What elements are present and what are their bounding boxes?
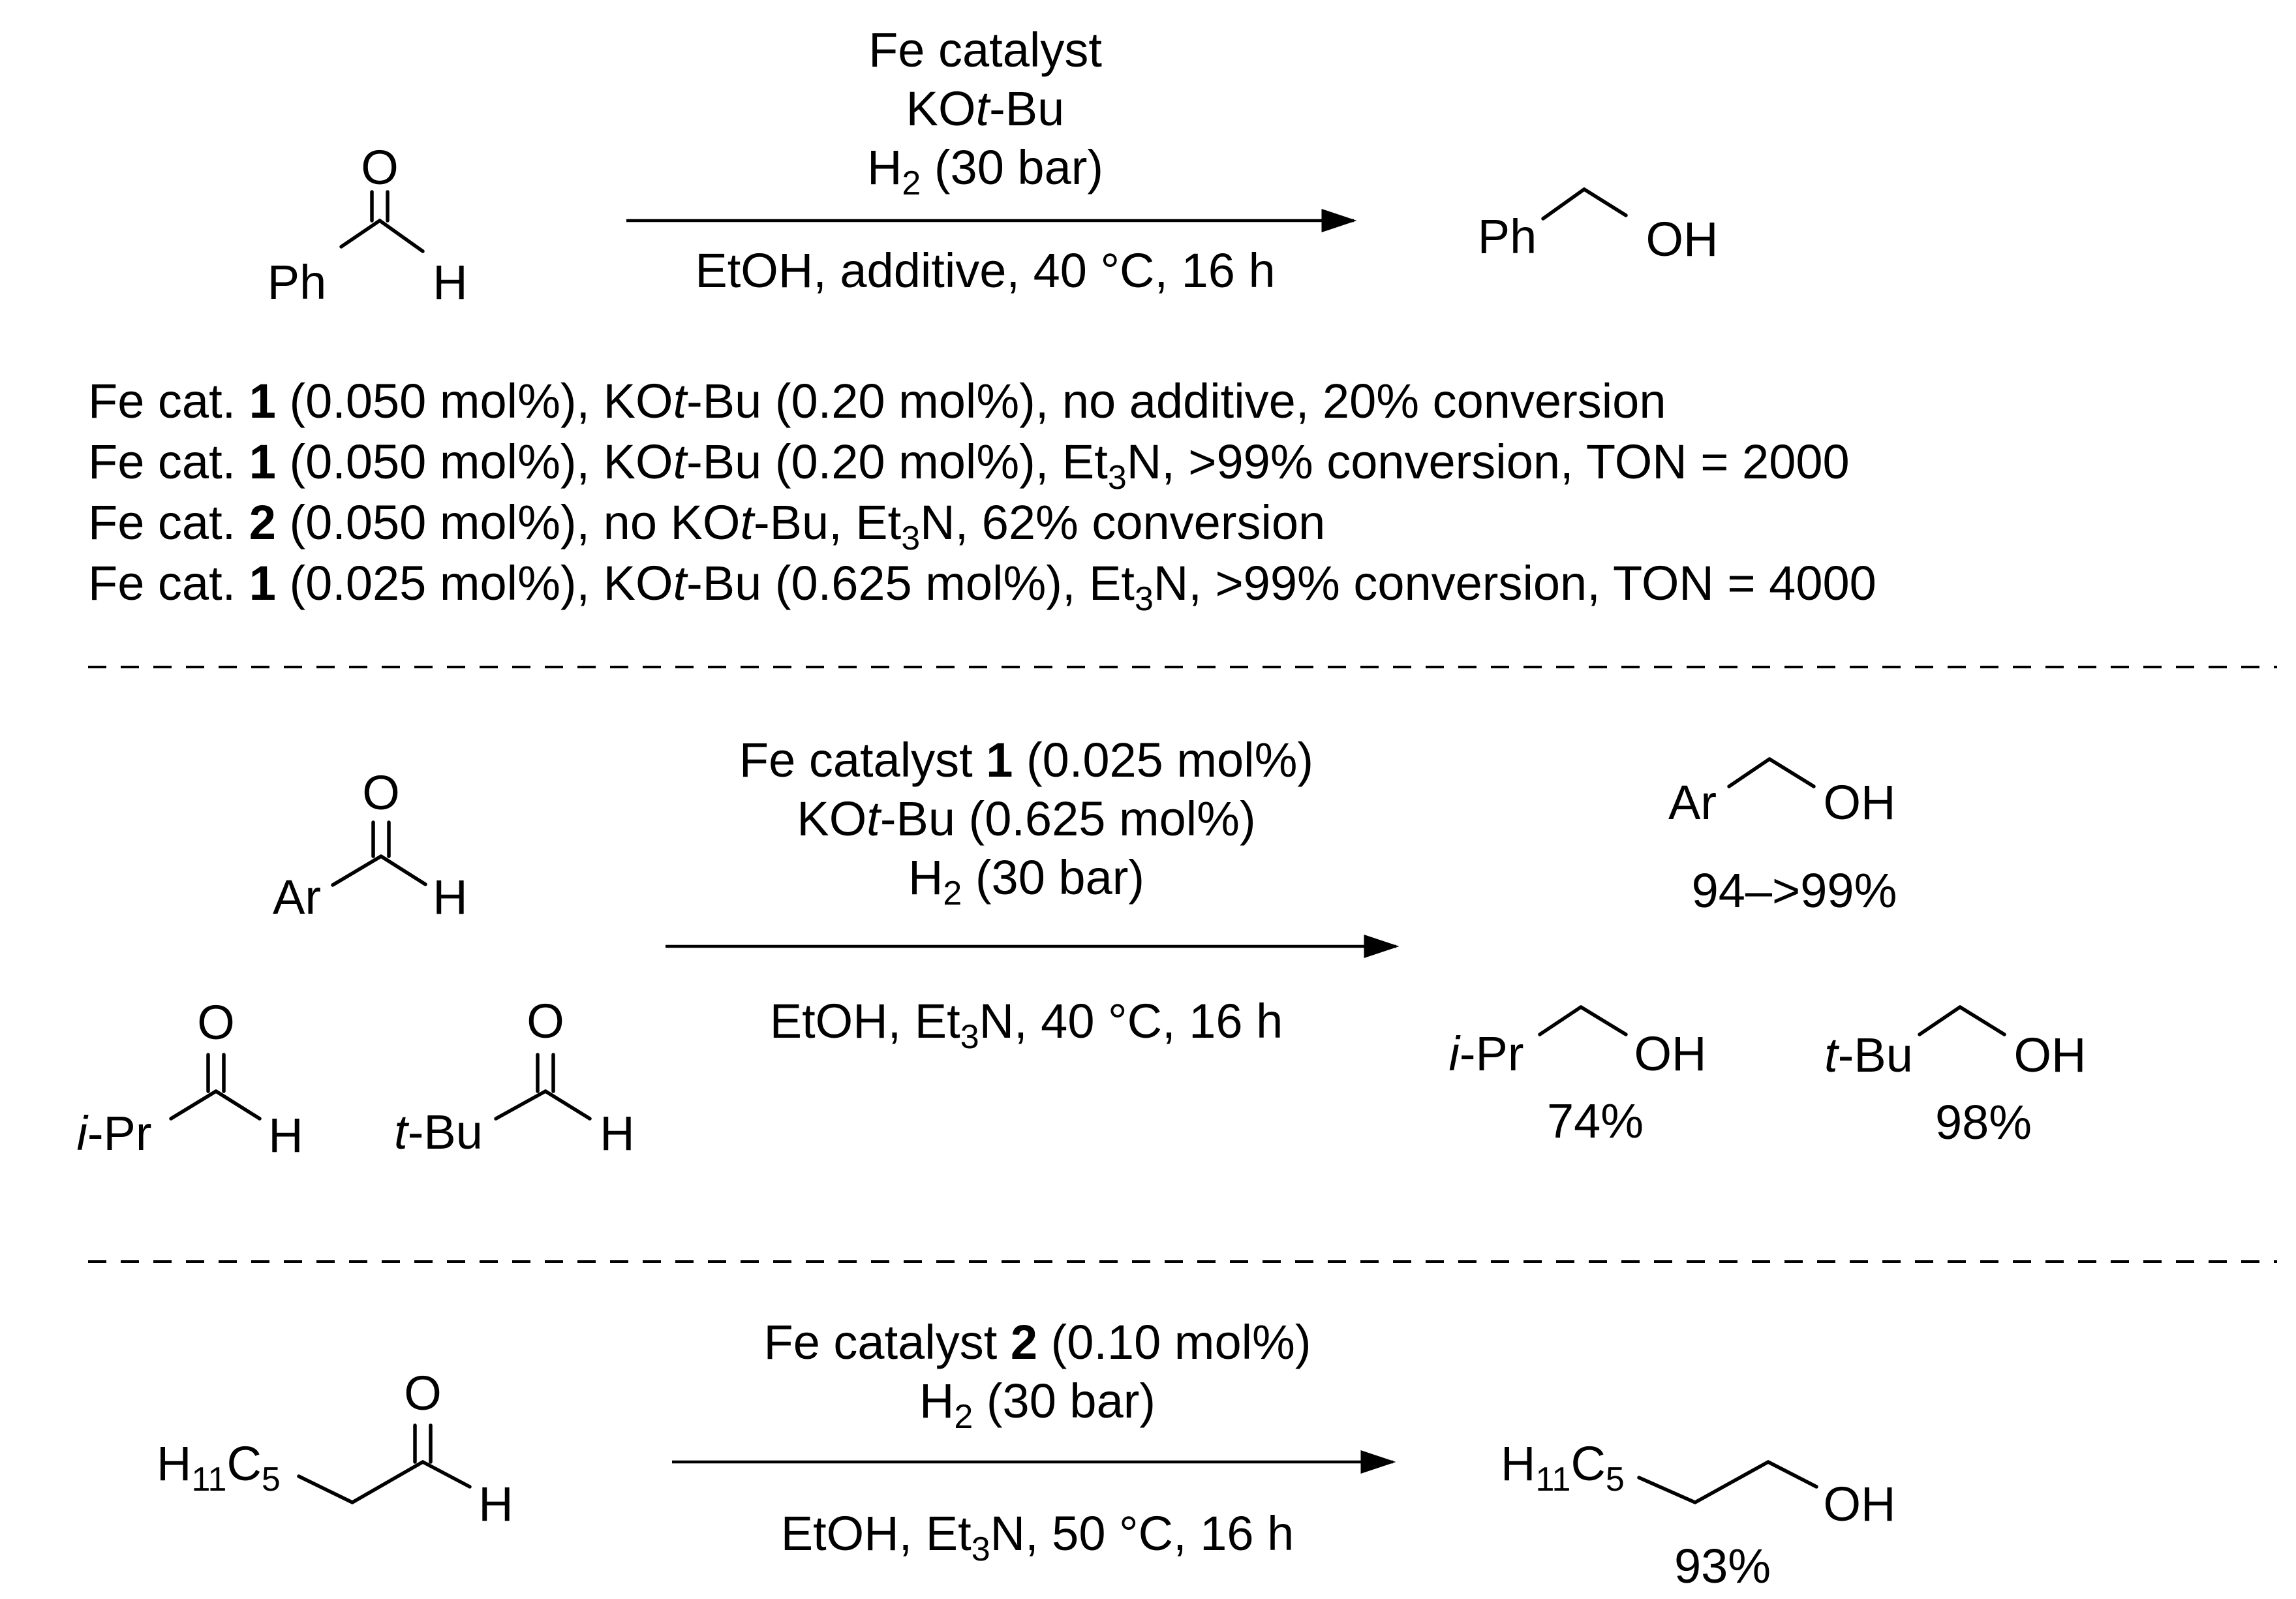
aldehyde-hydrogen: H bbox=[433, 255, 467, 309]
aldehyde-hydrogen: H bbox=[268, 1108, 303, 1162]
scheme-1: O Ph H Fe catalyst KOt-Bu H2 (30 bar) Et… bbox=[88, 23, 1876, 618]
neopentyl-alcohol-product: t-Bu OH 98% bbox=[1824, 1005, 2087, 1149]
benzyl-alcohol-structure: Ph OH bbox=[1478, 187, 1719, 266]
carbonyl-oxygen: O bbox=[362, 766, 400, 820]
substrate-group: t-Bu bbox=[394, 1105, 483, 1159]
pivalaldehyde-structure: O t-Bu H bbox=[394, 994, 635, 1160]
condition-base: KOt-Bu bbox=[906, 82, 1065, 136]
condition-solvent-temp: EtOH, Et3N, 50 °C, 16 h bbox=[781, 1506, 1294, 1568]
scheme-2: O Ar H O i-Pr H O t-Bu H Fe catalyst 1 (… bbox=[76, 733, 2086, 1162]
result-line: Fe cat. 1 (0.050 mol%), KOt-Bu (0.20 mol… bbox=[88, 435, 1850, 497]
condition-solvent-temp: EtOH, additive, 40 °C, 16 h bbox=[695, 243, 1275, 298]
substrate-group: Ph bbox=[268, 255, 327, 309]
aldehyde-hydrogen: H bbox=[478, 1477, 513, 1531]
isobutanol-product: i-Pr OH 74% bbox=[1448, 1005, 1707, 1148]
condition-solvent-temp: EtOH, Et3N, 40 °C, 16 h bbox=[770, 994, 1283, 1056]
product-hydroxyl: OH bbox=[1646, 212, 1719, 266]
result-line: Fe cat. 1 (0.050 mol%), KOt-Bu (0.20 mol… bbox=[88, 374, 1666, 428]
product-group: Ar bbox=[1668, 775, 1717, 830]
carbonyl-oxygen: O bbox=[527, 994, 564, 1048]
condition-base: KOt-Bu (0.625 mol%) bbox=[797, 792, 1255, 846]
scheme-3: O H11C5 H Fe catalyst 2 (0.10 mol%) H2 (… bbox=[157, 1315, 1896, 1593]
product-hydroxyl: OH bbox=[1634, 1027, 1707, 1081]
substrate-group: H11C5 bbox=[157, 1436, 281, 1498]
product-hydroxyl: OH bbox=[1824, 775, 1896, 830]
isobutyraldehyde-structure: O i-Pr H bbox=[76, 995, 303, 1162]
product-group: H11C5 bbox=[1501, 1436, 1625, 1498]
substrate-group: Ar bbox=[273, 870, 321, 924]
reaction-conditions-above: Fe catalyst 2 (0.10 mol%) H2 (30 bar) bbox=[764, 1315, 1311, 1436]
aldehyde-hydrogen: H bbox=[600, 1106, 634, 1160]
product-group: Ph bbox=[1478, 210, 1537, 264]
condition-hydrogen: H2 (30 bar) bbox=[867, 140, 1103, 202]
carbonyl-oxygen: O bbox=[404, 1366, 442, 1420]
condition-hydrogen: H2 (30 bar) bbox=[919, 1374, 1156, 1436]
reaction-conditions-above: Fe catalyst 1 (0.025 mol%) KOt-Bu (0.625… bbox=[739, 733, 1313, 912]
results-list: Fe cat. 1 (0.050 mol%), KOt-Bu (0.20 mol… bbox=[88, 374, 1876, 618]
carbonyl-oxygen: O bbox=[197, 995, 235, 1049]
product-group: i-Pr bbox=[1448, 1027, 1523, 1081]
benzaldehyde-structure: O Ph H bbox=[268, 140, 468, 309]
condition-catalyst: Fe catalyst bbox=[868, 23, 1102, 77]
product-hydroxyl: OH bbox=[1824, 1477, 1896, 1531]
product-yield: 98% bbox=[1935, 1095, 2032, 1149]
product-yield: 94–>99% bbox=[1692, 863, 1897, 918]
result-line: Fe cat. 1 (0.025 mol%), KOt-Bu (0.625 mo… bbox=[88, 556, 1876, 618]
product-group: t-Bu bbox=[1824, 1028, 1913, 1082]
hexanal-structure: O H11C5 H bbox=[157, 1366, 513, 1531]
hexanol-product: H11C5 OH 93% bbox=[1501, 1436, 1896, 1593]
aldehyde-hydrogen: H bbox=[433, 870, 467, 924]
reaction-conditions-above: Fe catalyst KOt-Bu H2 (30 bar) bbox=[867, 23, 1103, 202]
product-hydroxyl: OH bbox=[2014, 1028, 2087, 1082]
aryl-aldehyde-structure: O Ar H bbox=[273, 766, 468, 924]
condition-catalyst: Fe catalyst 2 (0.10 mol%) bbox=[764, 1315, 1311, 1369]
result-line: Fe cat. 2 (0.050 mol%), no KOt-Bu, Et3N,… bbox=[88, 495, 1325, 557]
substrate-group: i-Pr bbox=[76, 1106, 151, 1160]
aryl-alcohol-product: Ar OH 94–>99% bbox=[1668, 757, 1897, 918]
condition-hydrogen: H2 (30 bar) bbox=[908, 850, 1144, 912]
carbonyl-oxygen: O bbox=[361, 140, 399, 194]
product-yield: 93% bbox=[1674, 1539, 1771, 1593]
condition-catalyst: Fe catalyst 1 (0.025 mol%) bbox=[739, 733, 1313, 787]
product-yield: 74% bbox=[1547, 1094, 1644, 1148]
